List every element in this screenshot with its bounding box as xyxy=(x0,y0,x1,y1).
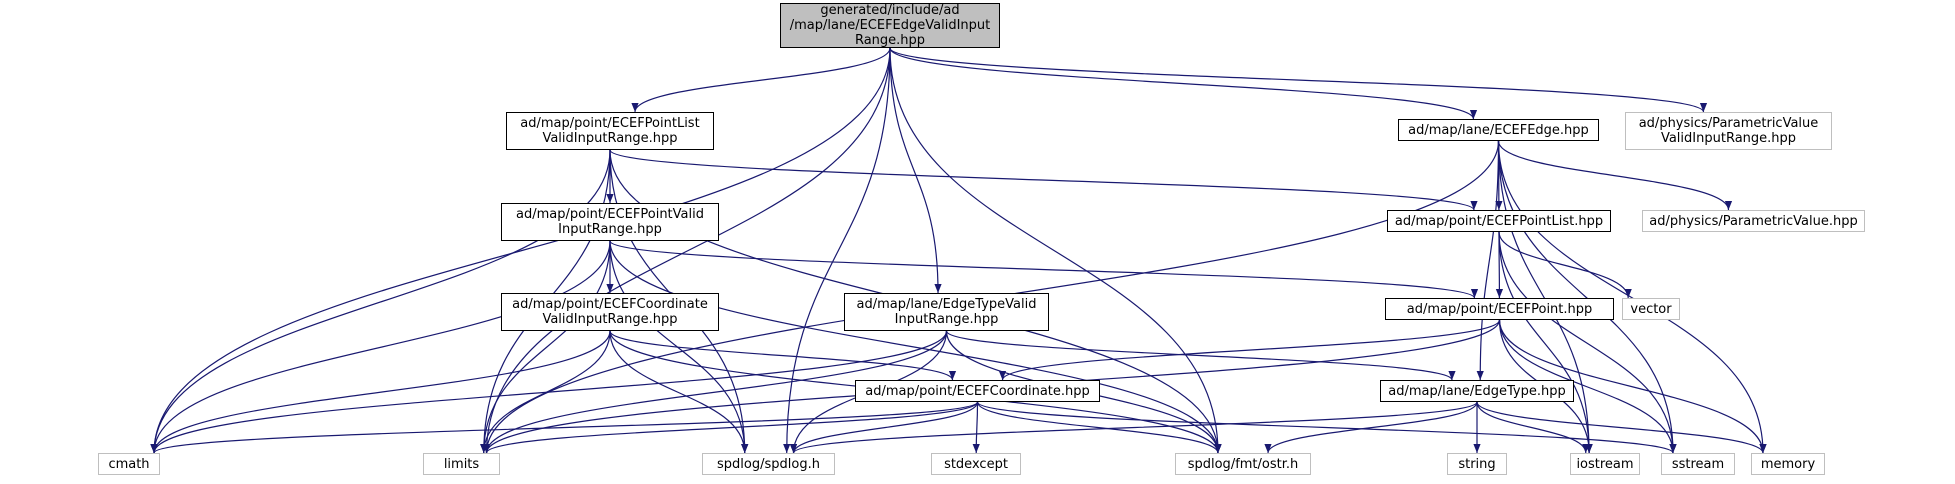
edge-etype-to-memory xyxy=(1476,401,1767,454)
node-label-line: vector xyxy=(1630,301,1672,317)
node-label-line: /map/lane/ECEFEdgeValidInput xyxy=(789,18,991,33)
node-label-line: ad/physics/ParametricValue xyxy=(1638,116,1819,131)
edge-root-to-ostr xyxy=(889,47,1222,454)
edge-point-to-sstream xyxy=(1498,319,1677,454)
edge-coord-to-ostr xyxy=(976,401,1222,454)
node-label-line: ad/map/point/ECEFPointValid xyxy=(516,207,704,222)
edge-root-to-pl_vir xyxy=(631,47,891,113)
edge-root-to-limits xyxy=(482,47,891,454)
node-label-line: ad/map/point/ECEFCoordinate.hpp xyxy=(865,383,1090,399)
node-label-line: ad/map/point/ECEFPointList.hpp xyxy=(1394,213,1604,229)
node-label-line: ad/map/point/ECEFPoint.hpp xyxy=(1406,301,1593,317)
node-label-line: ValidInputRange.hpp xyxy=(542,131,678,146)
node-vector: vector xyxy=(1622,298,1680,320)
node-label-line: InputRange.hpp xyxy=(894,312,999,327)
edge-edge-to-pv xyxy=(1497,140,1733,211)
node-sstream: sstream xyxy=(1661,453,1735,475)
node-label-line: ValidInputRange.hpp xyxy=(1660,131,1797,146)
node-label-line: spdlog/spdlog.h xyxy=(717,456,820,472)
node-label-line: ad/map/lane/EdgeTypeValid xyxy=(856,297,1037,312)
node-label-line: iostream xyxy=(1576,456,1634,472)
node-label-line: ad/map/point/ECEFCoordinate xyxy=(512,297,708,312)
edge-root-to-spdlog xyxy=(783,47,891,454)
node-label-line: InputRange.hpp xyxy=(558,222,662,237)
node-spdlog: spdlog/spdlog.h xyxy=(702,453,835,475)
edge-et_vir-to-etype xyxy=(945,330,1456,381)
edge-plist-to-vector xyxy=(1498,231,1632,299)
edge-coord-to-stdexcept xyxy=(972,401,980,454)
node-label-line: limits xyxy=(443,456,480,472)
edge-co_vir-to-coord xyxy=(609,330,956,381)
edge-etype-to-iostream xyxy=(1476,401,1590,454)
edge-point-to-coord xyxy=(999,319,1501,381)
node-ostr: spdlog/fmt/ostr.h xyxy=(1175,453,1311,475)
node-label-line: memory xyxy=(1760,456,1816,472)
edge-co_vir-to-cmath xyxy=(150,330,611,454)
node-label-line: ad/map/point/ECEFPointList xyxy=(520,116,700,131)
node-string: string xyxy=(1447,453,1507,475)
edge-edge-to-iostream xyxy=(1497,140,1593,454)
edge-coord-to-cmath xyxy=(150,401,979,454)
edge-coord-to-limits xyxy=(483,401,979,454)
edge-plist-to-sstream xyxy=(1498,231,1677,454)
edge-edge-to-sstream xyxy=(1497,140,1677,454)
edge-pt_vir-to-point xyxy=(609,240,1478,299)
node-memory: memory xyxy=(1751,453,1825,475)
edge-edge-to-memory xyxy=(1497,140,1767,454)
node-etype[interactable]: ad/map/lane/EdgeType.hpp xyxy=(1380,380,1574,402)
node-limits: limits xyxy=(423,453,500,475)
node-label-line: sstream xyxy=(1671,456,1725,472)
node-label-line: stdexcept xyxy=(944,456,1008,472)
node-iostream: iostream xyxy=(1570,453,1640,475)
node-label-line: string xyxy=(1458,456,1496,472)
edge-pt_vir-to-ostr xyxy=(609,240,1222,454)
node-coord[interactable]: ad/map/point/ECEFCoordinate.hpp xyxy=(855,380,1100,402)
node-cmath: cmath xyxy=(98,453,160,475)
edge-etype-to-ostr xyxy=(1264,401,1478,454)
edge-plist-to-iostream xyxy=(1498,231,1593,454)
node-stdexcept: stdexcept xyxy=(931,453,1021,475)
edge-et_vir-to-limits xyxy=(482,330,948,454)
edge-root-to-et_vir xyxy=(889,47,942,294)
edge-etype-to-spdlog xyxy=(790,401,1478,454)
edge-coord-to-sstream xyxy=(976,401,1677,454)
node-label-line: ad/map/lane/EdgeType.hpp xyxy=(1388,383,1566,399)
edge-edge-to-etype xyxy=(1476,140,1500,381)
node-label-line: ValidInputRange.hpp xyxy=(542,312,678,327)
edge-et_vir-to-cmath xyxy=(150,330,948,454)
node-label-line: generated/include/ad xyxy=(820,3,960,18)
node-label-line: ad/map/lane/ECEFEdge.hpp xyxy=(1408,122,1589,138)
edge-co_vir-to-spdlog xyxy=(609,330,749,454)
edge-pl_vir-to-plist xyxy=(609,149,1478,211)
node-label-line: ad/physics/ParametricValue.hpp xyxy=(1649,213,1858,229)
edge-point-to-memory xyxy=(1498,319,1767,454)
node-point[interactable]: ad/map/point/ECEFPoint.hpp xyxy=(1385,298,1614,320)
edge-root-to-cmath xyxy=(150,47,891,454)
edge-pt_vir-to-limits xyxy=(480,240,611,454)
node-label-line: spdlog/fmt/ostr.h xyxy=(1187,456,1299,472)
edge-root-to-edge xyxy=(889,47,1477,120)
edge-root-to-pv_vir xyxy=(889,47,1707,113)
node-label-line: Range.hpp xyxy=(854,33,926,48)
edge-coord-to-spdlog xyxy=(789,401,979,454)
node-root[interactable]: generated/include/ad/map/lane/ECEFEdgeVa… xyxy=(780,3,1000,48)
edge-pt_vir-to-cmath xyxy=(150,240,611,454)
node-label-line: cmath xyxy=(108,456,150,472)
node-plist[interactable]: ad/map/point/ECEFPointList.hpp xyxy=(1387,210,1611,232)
node-edge[interactable]: ad/map/lane/ECEFEdge.hpp xyxy=(1398,119,1599,141)
node-pv: ad/physics/ParametricValue.hpp xyxy=(1642,210,1865,232)
